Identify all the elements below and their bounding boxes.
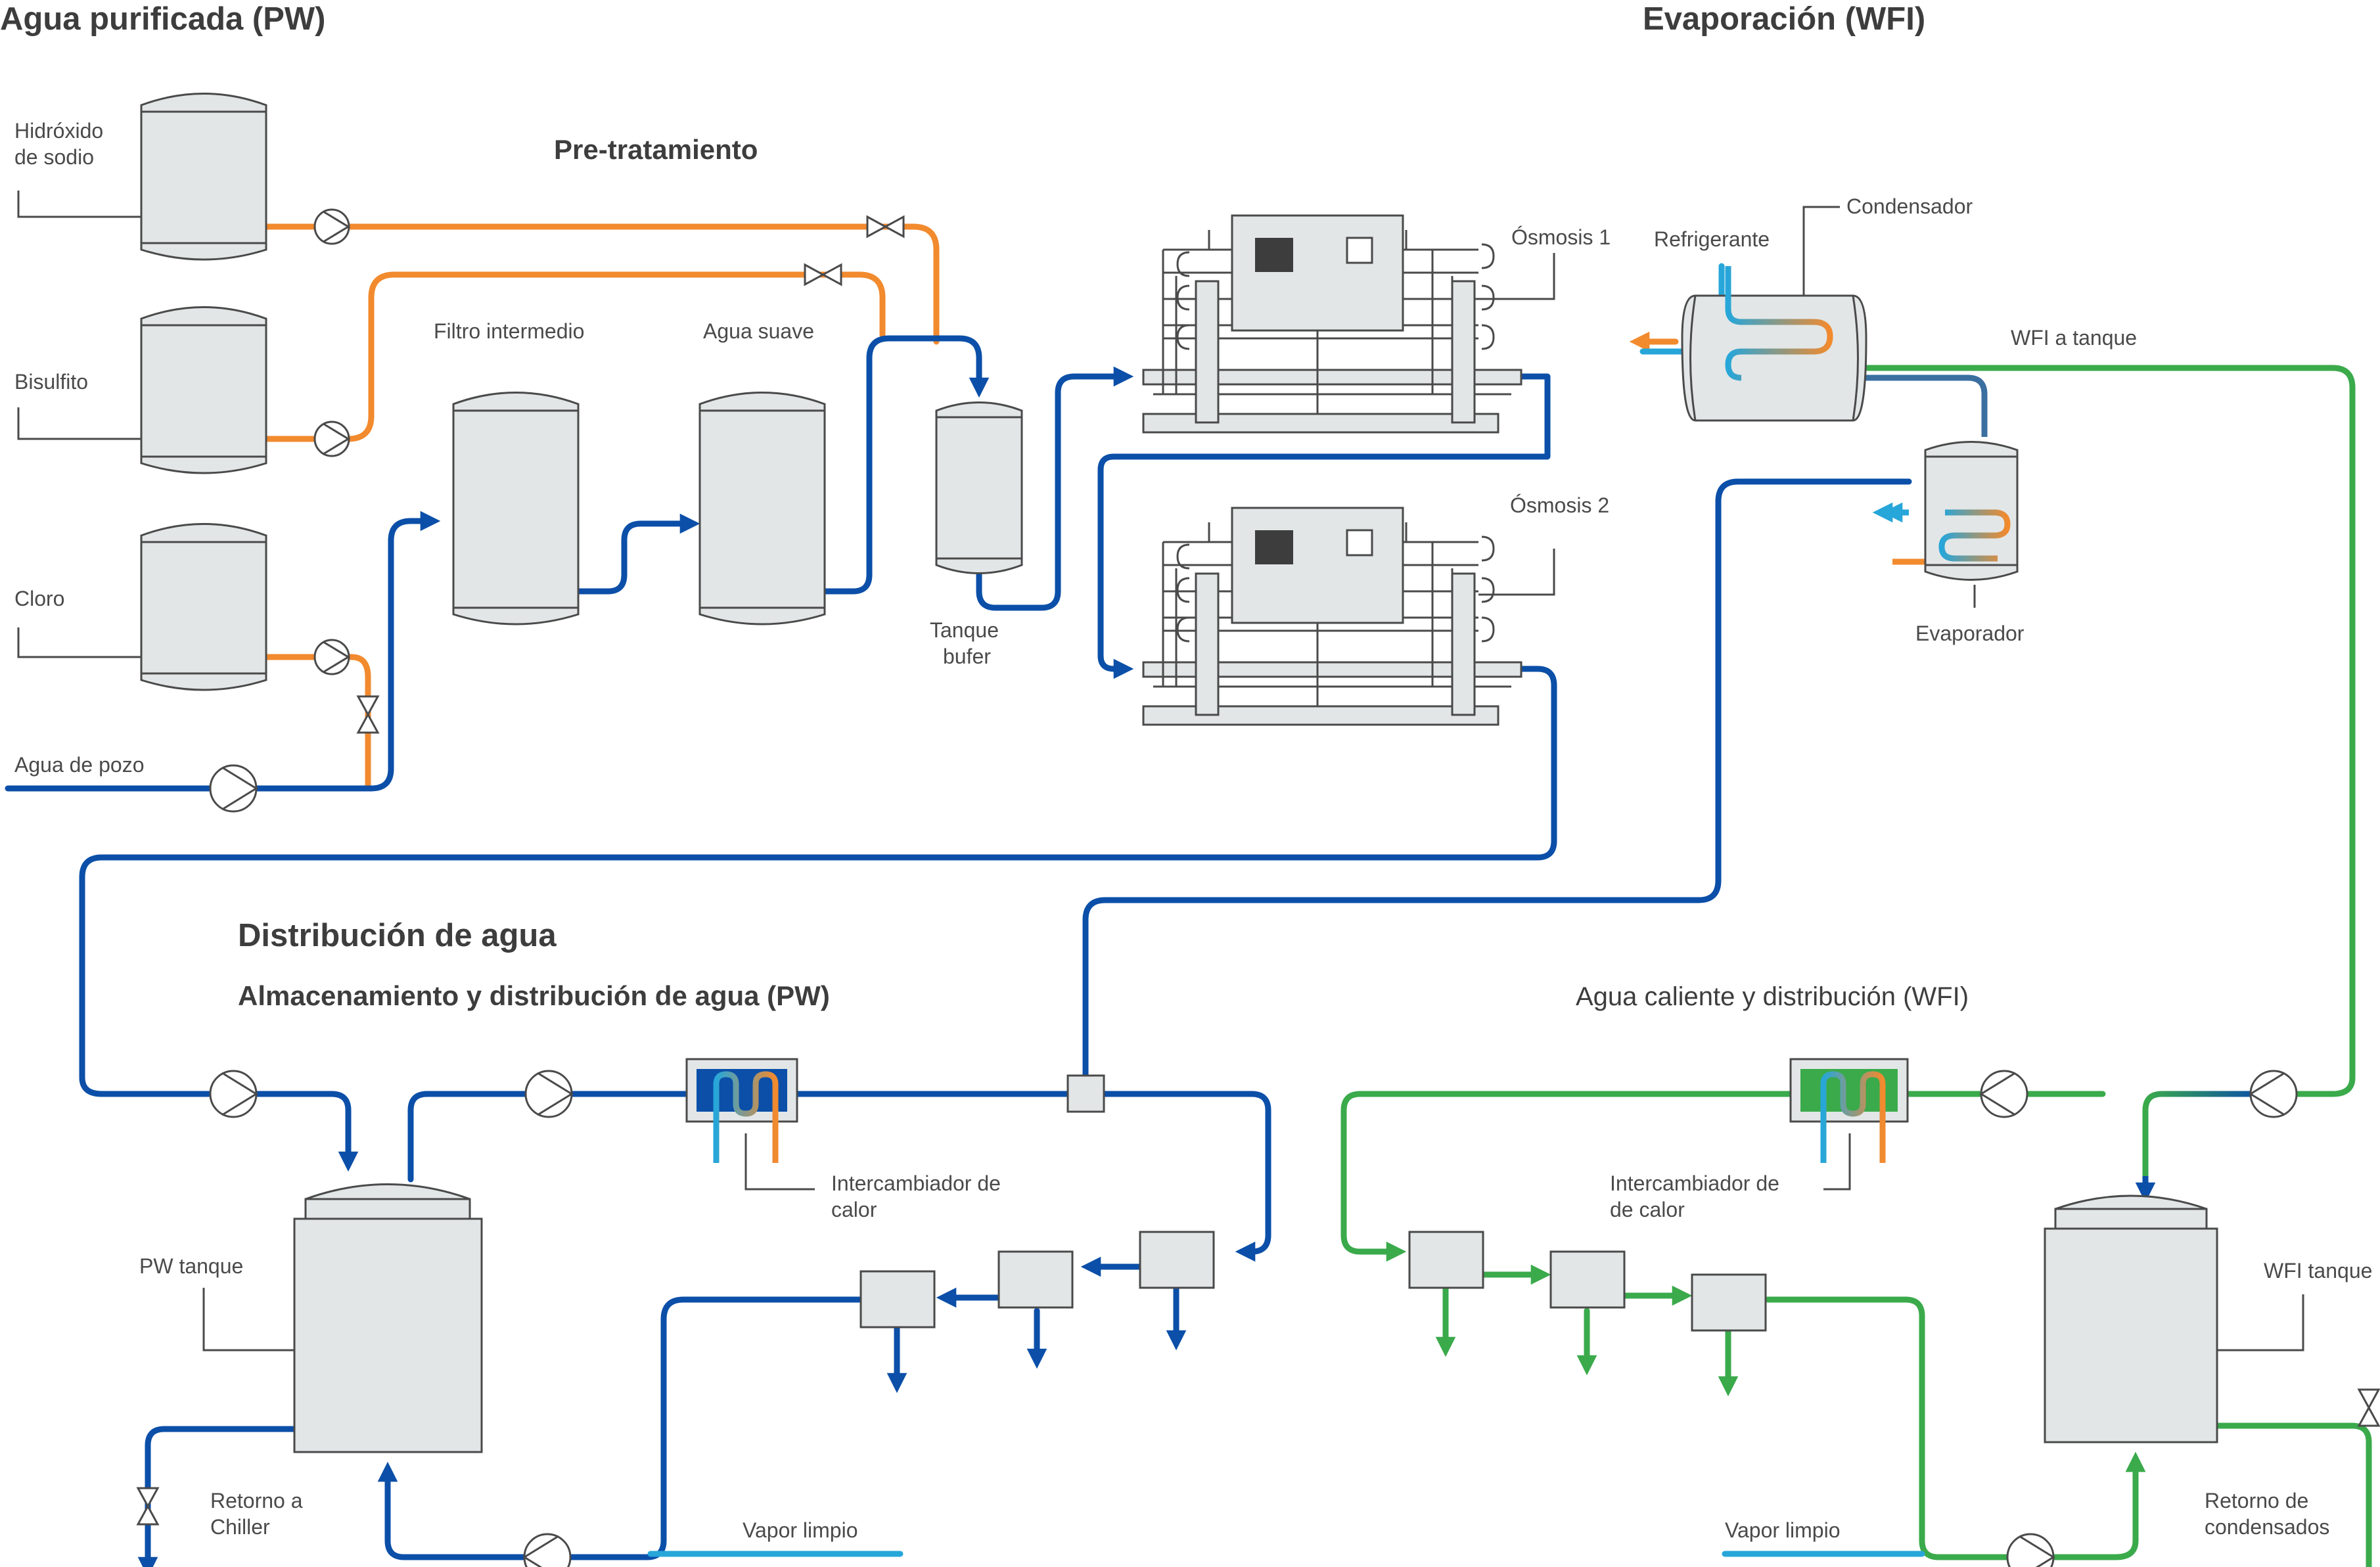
pw-distribution-pipes: [137, 1091, 1271, 1567]
point-of-use-pw-1: [1139, 1231, 1215, 1289]
pump-sodium-hydroxide[interactable]: [313, 208, 350, 245]
label-wfi-to-tank: WFI a tanque: [2011, 326, 2137, 350]
label-intermediate-filter: Filtro intermedio: [434, 319, 584, 343]
osmosis-1-control-panel: [1255, 238, 1293, 272]
title-pw-storage-distribution: Almacenamiento y distribución de agua (P…: [238, 980, 830, 1011]
pump-wfi-return[interactable]: [2006, 1533, 2055, 1567]
osmosis-unit-2: [1142, 507, 1522, 726]
label-osmosis-2: Ósmosis 2: [1510, 493, 1609, 517]
tank-wfi: [2044, 1194, 2218, 1443]
tank-sodium-hydroxide: [140, 93, 267, 261]
valve-bisulfite-line[interactable]: [804, 263, 842, 286]
label-buffer-tank-line2: bufer: [943, 645, 991, 668]
label-refrigerant: Refrigerante: [1654, 227, 1770, 251]
title-purified-water: Agua purificada (PW): [0, 1, 325, 37]
label-clean-steam-pw: Vapor limpio: [743, 1518, 858, 1542]
title-evaporation-wfi: Evaporación (WFI): [1643, 1, 1925, 37]
title-water-distribution: Distribución de agua: [238, 918, 557, 953]
label-soft-water: Agua suave: [703, 319, 814, 343]
label-osmosis-1: Ósmosis 1: [1511, 225, 1611, 249]
vessel-buffer-tank: [935, 401, 1023, 574]
label-wfi-tank: WFI tanque: [2264, 1259, 2372, 1283]
chemical-dosing-pipes: [263, 223, 940, 792]
label-heat-exchanger-pw-line1: Intercambiador de: [831, 1171, 1001, 1195]
label-sodium-hydroxide-line1: Hidróxido: [14, 119, 103, 143]
label-pw-tank: PW tanque: [139, 1254, 243, 1278]
point-of-use-pw-2: [997, 1250, 1074, 1309]
pump-well-water[interactable]: [209, 764, 258, 813]
junction-box-pw: [1066, 1074, 1105, 1113]
wfi-distribution-pipes: [1340, 1091, 2372, 1567]
tank-chlorine: [140, 523, 267, 691]
point-of-use-pw-3: [859, 1270, 936, 1329]
tank-bisulfite: [140, 306, 267, 474]
label-sodium-hydroxide-line2: de sodio: [14, 145, 94, 169]
label-chiller-return-line1: Retorno a: [210, 1489, 303, 1512]
label-evaporator: Evaporador: [1915, 622, 2025, 645]
pump-bisulfite[interactable]: [313, 420, 350, 457]
osmosis-2-control-panel: [1255, 530, 1293, 564]
label-condenser: Condensador: [1846, 194, 1973, 218]
valve-sodium-hydroxide-line[interactable]: [866, 215, 905, 238]
valve-condensate-return[interactable]: [2357, 1388, 2380, 1427]
label-heat-exchanger-wfi-line2: de calor: [1610, 1198, 1685, 1221]
condenser: [1681, 266, 1867, 422]
label-clean-steam-wfi: Vapor limpio: [1725, 1518, 1840, 1542]
pump-pw-loop[interactable]: [524, 1070, 574, 1118]
title-pretreatment: Pre-tratamiento: [554, 134, 758, 165]
label-condensate-return-line2: condensados: [2205, 1515, 2329, 1539]
label-buffer-tank-line1: Tanque: [930, 618, 999, 642]
label-condensate-return-line1: Retorno de: [2205, 1489, 2308, 1512]
pump-wfi-inlet[interactable]: [2249, 1070, 2298, 1118]
point-of-use-wfi-1: [1408, 1231, 1484, 1289]
label-chlorine: Cloro: [14, 587, 64, 610]
point-of-use-wfi-3: [1691, 1273, 1767, 1332]
pretreatment-water-pipes: [5, 335, 1557, 1172]
heat-exchanger-wfi: [1789, 1058, 1909, 1163]
vessel-intermediate-filter: [452, 392, 580, 625]
pump-wfi-loop[interactable]: [1979, 1070, 2028, 1118]
tank-pw: [293, 1183, 483, 1453]
pump-pw-inlet[interactable]: [209, 1070, 258, 1118]
label-heat-exchanger-wfi-line1: Intercambiador de: [1610, 1171, 1779, 1195]
vessel-soft-water: [698, 392, 826, 625]
label-well-water: Agua de pozo: [14, 753, 145, 777]
point-of-use-wfi-2: [1549, 1250, 1626, 1309]
pump-chlorine[interactable]: [313, 639, 350, 675]
valve-chiller-return[interactable]: [136, 1487, 160, 1526]
heat-exchanger-pw: [685, 1058, 798, 1163]
label-heat-exchanger-pw-line2: calor: [831, 1198, 877, 1221]
evaporator: [1924, 441, 2019, 581]
label-bisulfite: Bisulfito: [14, 370, 88, 394]
valve-chlorine-line[interactable]: [356, 695, 380, 734]
label-chiller-return-line2: Chiller: [210, 1515, 270, 1539]
osmosis-unit-1: [1142, 214, 1522, 434]
title-wfi-hot-distribution: Agua caliente y distribución (WFI): [1576, 982, 1969, 1011]
pump-pw-return[interactable]: [522, 1533, 572, 1567]
